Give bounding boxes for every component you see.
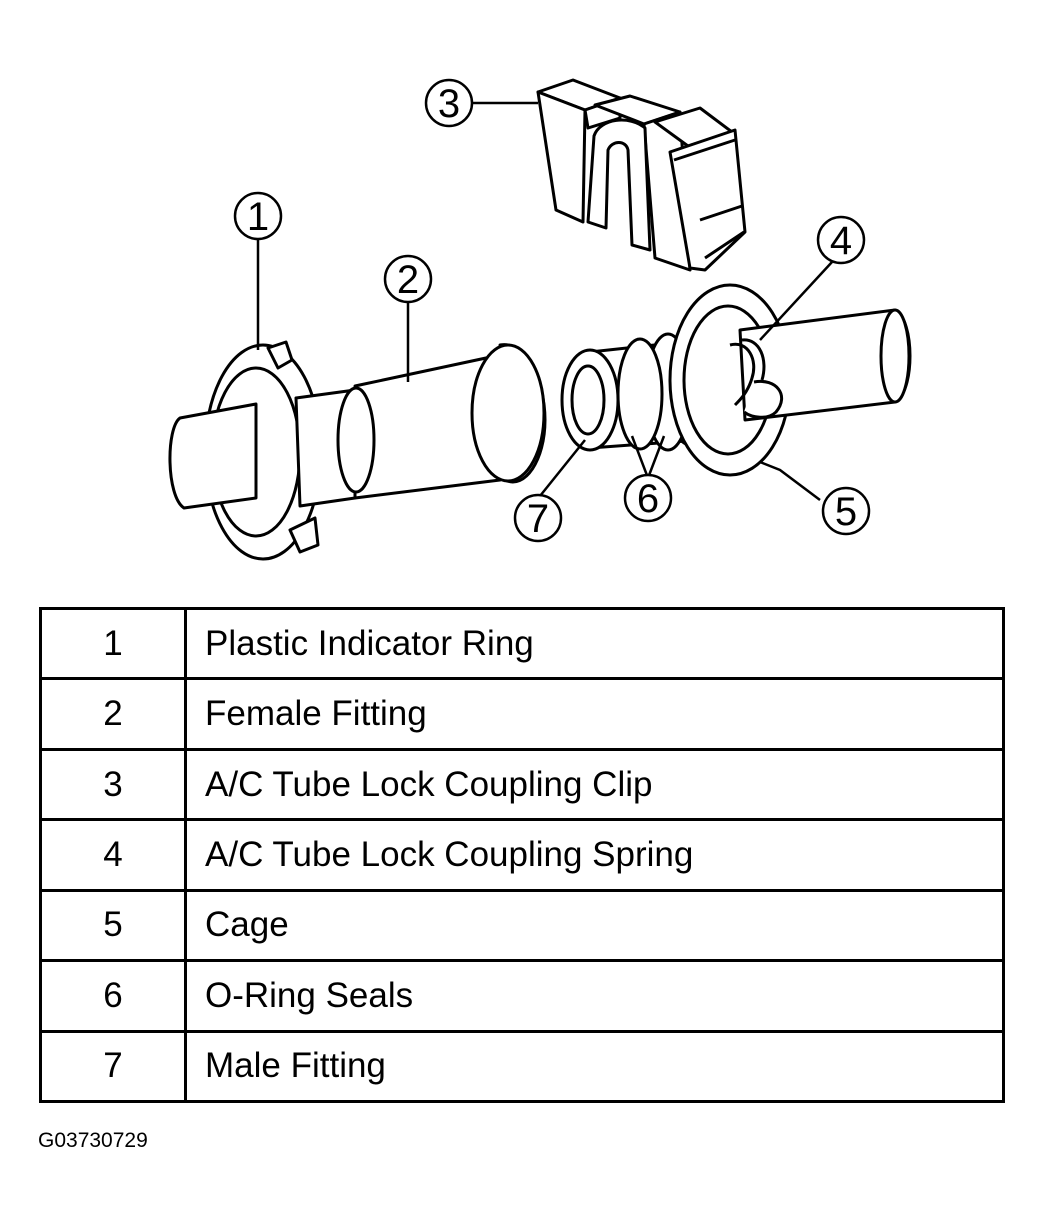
callout-label-4: 4 <box>830 219 852 263</box>
table-row: 2 Female Fitting <box>39 677 1005 751</box>
callout-label-3: 3 <box>438 82 460 126</box>
table-row: 7 Male Fitting <box>39 1029 1005 1104</box>
legend-number: 7 <box>39 1029 187 1104</box>
female-fitting-illustration <box>294 343 547 508</box>
callout-label-5: 5 <box>835 490 857 534</box>
table-row: 6 O-Ring Seals <box>39 959 1005 1033</box>
left-tube-illustration <box>168 402 258 510</box>
legend-number: 4 <box>39 818 187 892</box>
callout-circle-7 <box>513 493 563 543</box>
legend-number: 1 <box>39 606 187 681</box>
table-row: 4 A/C Tube Lock Coupling Spring <box>39 818 1005 892</box>
callout-circle-4 <box>816 215 866 265</box>
legend-number: 2 <box>39 677 187 751</box>
callout-circle-2 <box>383 254 433 304</box>
callout-label-2: 2 <box>397 258 419 302</box>
legend-label: A/C Tube Lock Coupling Clip <box>184 747 1005 822</box>
callout-label-7: 7 <box>527 497 549 541</box>
legend-label: A/C Tube Lock Coupling Spring <box>184 818 1005 892</box>
legend-number: 6 <box>39 959 187 1033</box>
exploded-parts-diagram: 3 1 2 4 5 6 7 <box>168 78 912 561</box>
legend-label: O-Ring Seals <box>184 959 1005 1033</box>
callout-label-6: 6 <box>637 477 659 521</box>
legend-label: Plastic Indicator Ring <box>184 606 1005 681</box>
callout-circle-1 <box>233 191 283 241</box>
legend-label: Cage <box>184 888 1005 963</box>
legend-label: Female Fitting <box>184 677 1005 751</box>
callout-circle-3 <box>424 78 474 128</box>
legend-number: 5 <box>39 888 187 963</box>
spring-illustration <box>729 338 783 419</box>
table-row: 5 Cage <box>39 888 1005 963</box>
coupling-clip-illustration <box>536 78 747 272</box>
callout-circle-6 <box>623 473 673 523</box>
figure-id: G03730729 <box>38 1129 148 1152</box>
callout-label-1: 1 <box>247 195 269 239</box>
legend-label: Male Fitting <box>184 1029 1005 1104</box>
table-row: 1 Plastic Indicator Ring <box>39 606 1005 681</box>
leader-lines <box>256 101 833 501</box>
legend-number: 3 <box>39 747 187 822</box>
table-row: 3 A/C Tube Lock Coupling Clip <box>39 747 1005 822</box>
callout-circle-5 <box>821 486 871 536</box>
parts-legend-table: 1 Plastic Indicator Ring 2 Female Fittin… <box>39 606 1005 1104</box>
